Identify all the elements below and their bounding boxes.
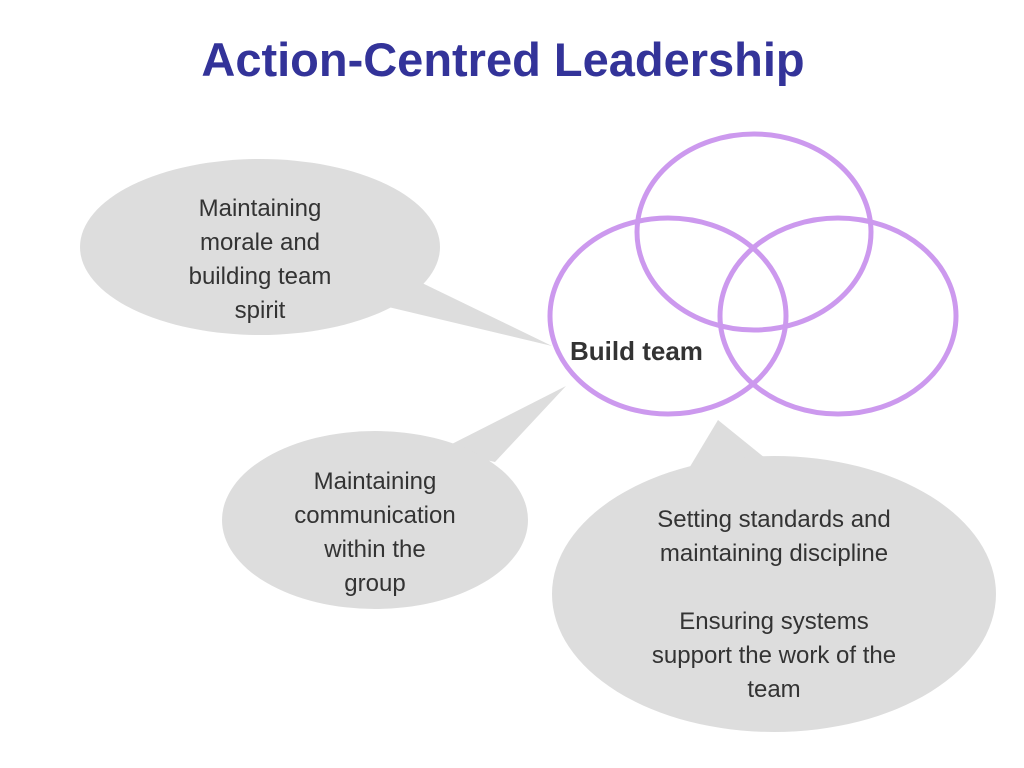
bubble-morale-line: building team [188, 263, 332, 290]
bubble-communication-line: group [344, 570, 406, 597]
build-team-label: Build team [570, 336, 703, 366]
venn-diagram [547, 131, 959, 417]
bubble-standards [552, 420, 996, 732]
bubble-morale-shape [80, 159, 440, 335]
bubble-morale-line: Maintaining [198, 195, 322, 222]
venn-circle-left-build-team [547, 215, 789, 417]
bubble-standards-line: Ensuring systems [679, 608, 869, 635]
bubble-morale [80, 159, 552, 346]
bubble-morale-line: morale and [199, 229, 321, 256]
bubble-communication [222, 386, 566, 609]
bubble-standards-line: Setting standards and [657, 506, 891, 533]
bubble-morale-tail [380, 282, 552, 346]
venn-circle-right [717, 215, 959, 417]
page-title: Action-Centred Leadership [201, 33, 805, 86]
bubble-standards-spacer [604, 571, 944, 605]
bubble-communication-text: Maintaining communication within the gro… [245, 465, 505, 601]
bubble-communication-line: communication [294, 502, 456, 529]
bubble-morale-text: Maintaining morale and building team spi… [130, 192, 390, 328]
venn-circle-top [634, 131, 874, 333]
bubble-communication-tail [440, 386, 566, 462]
bubble-standards-shape [552, 456, 996, 732]
bubble-communication-line: Maintaining [313, 468, 437, 495]
bubble-standards-line: maintaining discipline [659, 540, 889, 567]
bubble-standards-line: support the work of the [651, 642, 897, 669]
bubble-standards-text: Setting standards and maintaining discip… [604, 503, 944, 707]
bubble-standards-line: team [747, 676, 801, 703]
bubble-communication-line: within the [324, 536, 426, 563]
bubble-communication-shape [222, 431, 528, 609]
bubble-morale-line: spirit [234, 297, 286, 324]
